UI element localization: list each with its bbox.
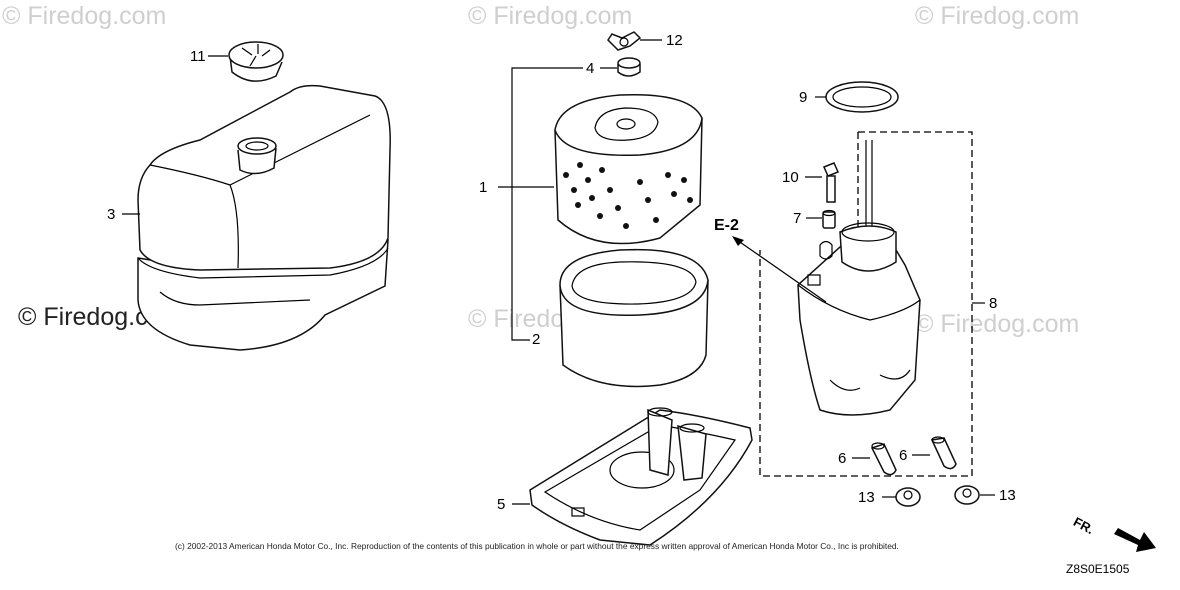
callout-7[interactable]: 7 — [793, 210, 802, 227]
callout-13-left[interactable]: 13 — [858, 489, 875, 506]
callout-1[interactable]: 1 — [479, 179, 488, 196]
flange-nut-left[interactable] — [895, 487, 921, 507]
wing-knob[interactable] — [228, 41, 284, 82]
collar[interactable] — [822, 209, 836, 229]
bolt[interactable] — [822, 162, 840, 203]
copyright-notice: (c) 2002-2013 American Honda Motor Co., … — [175, 541, 899, 551]
callout-13-right[interactable]: 13 — [999, 487, 1016, 504]
callout-8[interactable]: 8 — [989, 295, 998, 312]
callout-12[interactable]: 12 — [666, 32, 683, 49]
spacer-left[interactable] — [870, 442, 897, 476]
callout-4[interactable]: 4 — [586, 60, 595, 77]
callout-10[interactable]: 10 — [782, 169, 799, 186]
outer-foam-element[interactable] — [559, 248, 709, 388]
callout-11[interactable]: 11 — [190, 48, 206, 65]
watermark-top-left: © Firedog.com — [2, 2, 167, 30]
callout-2[interactable]: 2 — [532, 331, 541, 348]
spacer-right[interactable] — [930, 436, 957, 470]
callout-3[interactable]: 3 — [107, 206, 116, 223]
air-cleaner-cover[interactable] — [137, 84, 391, 351]
callout-6-right[interactable]: 6 — [899, 447, 908, 464]
callout-6-left[interactable]: 6 — [838, 450, 847, 467]
diagram-code: Z8S0E1505 — [1066, 562, 1130, 576]
o-ring[interactable] — [825, 81, 899, 113]
air-cleaner-elbow[interactable] — [797, 140, 921, 416]
front-direction-arrow — [1114, 528, 1156, 552]
watermark-top-right: © Firedog.com — [915, 2, 1080, 30]
callout-9[interactable]: 9 — [799, 89, 808, 106]
air-cleaner-base[interactable] — [529, 407, 753, 546]
grommet[interactable] — [617, 57, 641, 77]
watermark-middle-right: © Firedog.com — [915, 310, 1080, 338]
callout-5[interactable]: 5 — [497, 496, 506, 513]
watermark-top-center: © Firedog.com — [468, 2, 633, 30]
wing-nut[interactable] — [607, 31, 642, 51]
reference-label-e2[interactable]: E-2 — [714, 217, 739, 234]
flange-nut-right[interactable] — [954, 485, 980, 505]
air-filter-element[interactable] — [554, 93, 703, 245]
